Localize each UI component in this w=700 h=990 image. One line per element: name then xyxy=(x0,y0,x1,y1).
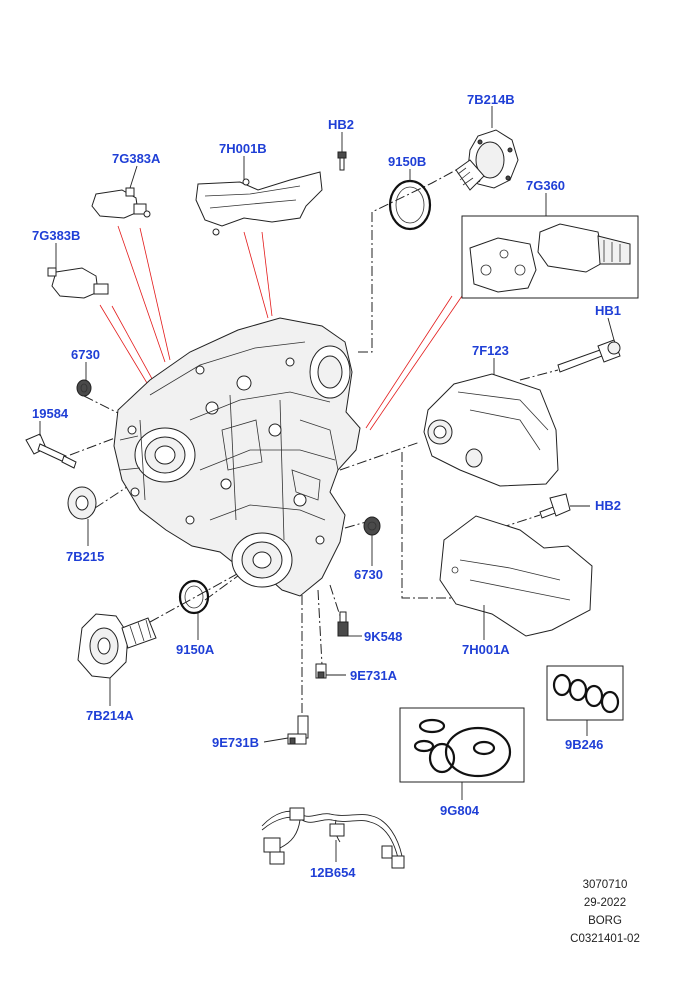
red-leader-lines xyxy=(99,225,463,431)
callout-7H001A[interactable]: 7H001A xyxy=(462,642,510,657)
box-9G804 xyxy=(399,707,525,783)
callout-HB2-right[interactable]: HB2 xyxy=(595,498,622,513)
callout-9E731A[interactable]: 9E731A xyxy=(350,668,397,683)
callout-9150A[interactable]: 9150A xyxy=(176,642,215,657)
callout-leader-lines xyxy=(39,106,615,862)
reference-date: 29-2022 xyxy=(583,897,627,909)
callout-9E731B[interactable]: 9E731B xyxy=(212,735,259,750)
callout-6730-right[interactable]: 6730 xyxy=(354,567,383,582)
reference-code: C0321401-02 xyxy=(570,933,640,945)
sensor-19584 xyxy=(25,433,77,469)
seal-9150B xyxy=(388,179,432,231)
callout-7B214A[interactable]: 7B214A xyxy=(86,708,134,723)
solenoid-7G383A xyxy=(91,187,151,219)
flange-7B214B xyxy=(455,129,519,191)
callout-7H001B[interactable]: 7H001B xyxy=(219,141,267,156)
plug-6730-right xyxy=(363,516,381,536)
callout-7G383A[interactable]: 7G383A xyxy=(112,151,161,166)
transfer-case-housing xyxy=(113,317,361,597)
callout-HB2-top[interactable]: HB2 xyxy=(328,117,355,132)
box-7G360 xyxy=(461,215,639,299)
sensor-9E731B xyxy=(287,715,309,745)
seal-7B215 xyxy=(67,486,97,520)
callout-6730-left[interactable]: 6730 xyxy=(71,347,100,362)
plug-6730-left xyxy=(76,379,92,397)
reference-number: 3070710 xyxy=(582,879,628,891)
callout-12B654[interactable]: 12B654 xyxy=(310,865,356,880)
callout-7B214B[interactable]: 7B214B xyxy=(467,92,515,107)
heat-shield-7H001A xyxy=(439,515,593,637)
callout-9B246[interactable]: 9B246 xyxy=(565,737,604,752)
reference-supplier: BORG xyxy=(588,915,622,927)
callout-HB1[interactable]: HB1 xyxy=(595,303,622,318)
center-lines xyxy=(69,169,559,715)
box-9B246 xyxy=(546,665,624,721)
heat-shield-7H001B xyxy=(195,171,323,236)
callout-7F123[interactable]: 7F123 xyxy=(472,343,509,358)
callout-7G360[interactable]: 7G360 xyxy=(526,178,566,193)
callout-19584[interactable]: 19584 xyxy=(32,406,69,421)
bolt-HB2-right xyxy=(539,493,571,519)
sensor-9K548 xyxy=(337,611,349,637)
callout-9G804[interactable]: 9G804 xyxy=(440,803,480,818)
bolt-HB2-top xyxy=(337,151,347,171)
sensor-9E731A xyxy=(315,663,327,679)
callout-7G383B[interactable]: 7G383B xyxy=(32,228,81,243)
cover-7F123 xyxy=(423,373,559,487)
solenoid-7G383B xyxy=(47,267,109,299)
seal-9150A xyxy=(178,579,210,615)
flange-7B214A xyxy=(77,613,157,679)
callout-9K548[interactable]: 9K548 xyxy=(364,629,403,644)
callout-9150B[interactable]: 9150B xyxy=(388,154,427,169)
callout-7B215[interactable]: 7B215 xyxy=(66,549,105,564)
wiring-harness-12B654 xyxy=(261,807,405,869)
bolt-HB1 xyxy=(557,339,621,373)
